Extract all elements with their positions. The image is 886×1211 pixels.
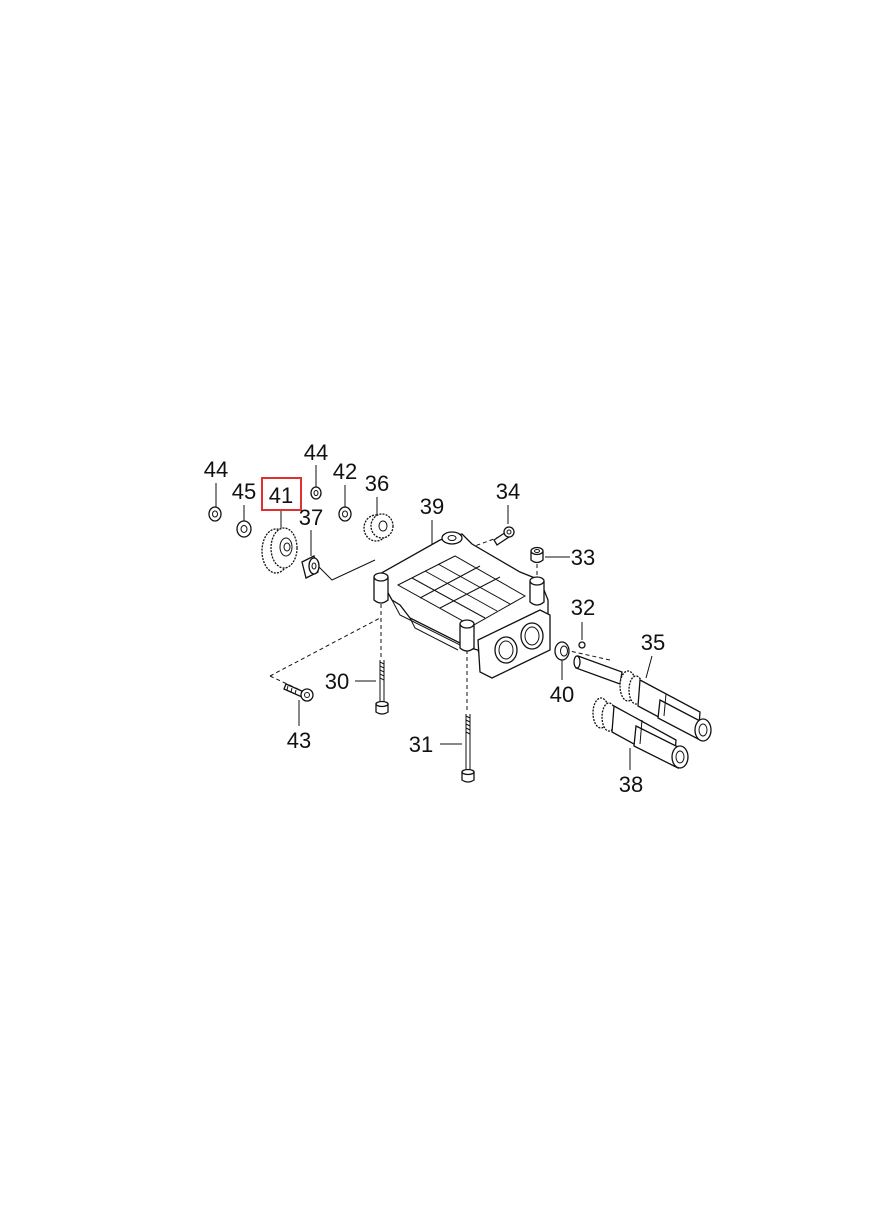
bolt-34: [493, 526, 515, 546]
part-label[interactable]: 40: [550, 682, 574, 707]
part-label[interactable]: 31: [409, 732, 433, 757]
bolt-30: [375, 660, 389, 715]
part-label[interactable]: 30: [325, 669, 349, 694]
part-label[interactable]: 32: [571, 595, 595, 620]
balance-shaft-38: [592, 697, 689, 770]
part-label[interactable]: 36: [365, 471, 389, 496]
balance-shaft-housing-39: [373, 531, 551, 679]
washer-44-left: [208, 506, 222, 522]
part-label[interactable]: 44: [204, 457, 228, 482]
part-label[interactable]: 45: [232, 479, 256, 504]
gear-36: [363, 513, 394, 542]
bolt-43: [283, 683, 314, 702]
part-labels: 44 45 41 44 42 36 37 39 34 33 32 35 40 3…: [204, 440, 665, 797]
part-label[interactable]: 33: [571, 545, 595, 570]
washer-42: [338, 506, 352, 522]
part-label[interactable]: 42: [333, 459, 357, 484]
highlight-box-41: [261, 477, 302, 511]
leader-lines: [215, 465, 653, 770]
part-label[interactable]: 43: [287, 728, 311, 753]
part-label[interactable]: 44: [304, 440, 328, 465]
seal-40: [554, 641, 570, 661]
pin-32: [578, 641, 586, 649]
part-label[interactable]: 39: [420, 494, 444, 519]
bolt-31: [461, 714, 475, 783]
gear-41: [261, 527, 298, 574]
part-label[interactable]: 35: [641, 630, 665, 655]
part-label-highlighted[interactable]: 41: [269, 483, 293, 508]
washer-45: [236, 520, 252, 538]
spacer-37: [301, 555, 320, 579]
part-label[interactable]: 38: [619, 772, 643, 797]
sleeve-33: [530, 546, 544, 564]
nut-44-top: [310, 486, 322, 500]
balance-shaft-35: [573, 655, 712, 742]
part-label[interactable]: 37: [299, 505, 323, 530]
part-label[interactable]: 34: [496, 479, 520, 504]
